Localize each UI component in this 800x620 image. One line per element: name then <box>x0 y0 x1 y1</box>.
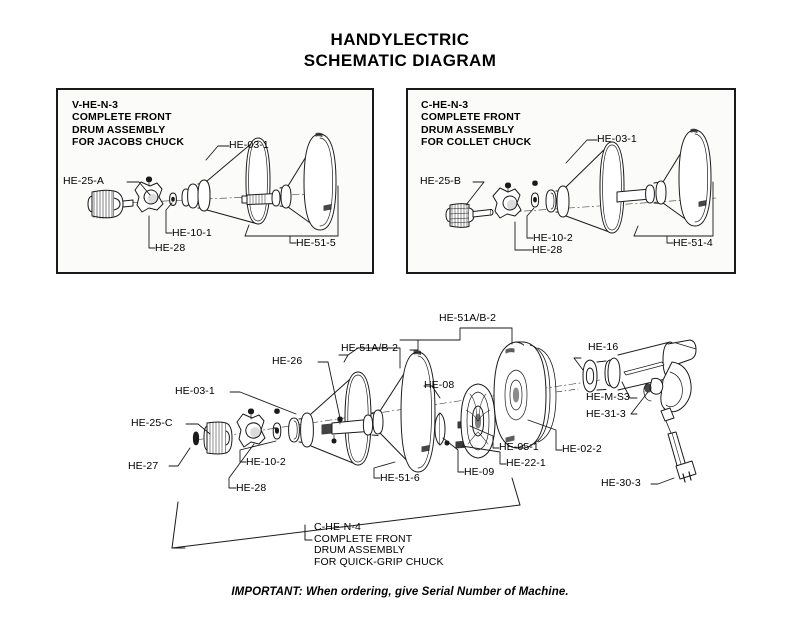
part-he-27 <box>193 432 198 445</box>
part-he-16 <box>583 360 606 392</box>
callout-he-51-4: HE-51-4 <box>673 237 713 249</box>
callout-he-02-2: HE-02-2 <box>562 443 602 455</box>
callout-he-51-5: HE-51-5 <box>296 237 336 249</box>
callout-he-10-2-panel-right: HE-10-2 <box>533 232 573 244</box>
callout-he-27: HE-27 <box>128 460 159 472</box>
part-he-22-1 <box>456 441 468 448</box>
part-he-30-3 <box>668 432 696 482</box>
callout-he-16: HE-16 <box>588 341 619 353</box>
callout-he-25-a: HE-25-A <box>63 175 104 187</box>
important-note: IMPORTANT: When ordering, give Serial Nu… <box>231 586 569 598</box>
part-he-05-1 <box>461 384 495 458</box>
part-he-25-c <box>204 422 232 454</box>
callout-he-51-6: HE-51-6 <box>380 472 420 484</box>
callout-he-28-main: HE-28 <box>236 482 267 494</box>
callout-he-51a-b-2-top: HE-51A/B-2 <box>439 312 497 324</box>
callout-he-31-3: HE-31-3 <box>586 408 626 420</box>
callout-he-30-3: HE-30-3 <box>601 477 641 489</box>
part-he-08 <box>458 421 470 428</box>
callout-he-05-1: HE-05-1 <box>499 441 539 453</box>
callout-he-03-1-panel-right: HE-03-1 <box>597 133 637 145</box>
callout-he-25-c: HE-25-C <box>131 417 173 429</box>
c-he-n-4-text: C-HE-N-4 COMPLETE FRONT DRUM ASSEMBLY FO… <box>314 521 444 568</box>
callout-he-03-1-panel-left: HE-03-1 <box>229 139 269 151</box>
part-he-10-2-main <box>273 409 281 439</box>
callout-he-26: HE-26 <box>272 355 303 367</box>
callout-he-22-1: HE-22-1 <box>506 457 546 469</box>
page-title-line-2: SCHEMATIC DIAGRAM <box>303 51 497 70</box>
callout-he-08: HE-08 <box>424 379 455 391</box>
part-he-09 <box>435 413 449 445</box>
callout-he-28-panel-right: HE-28 <box>532 244 563 256</box>
callout-he-51a-b-2-left: HE-51A/B-2 <box>341 342 399 354</box>
callout-he-10-2-main: HE-10-2 <box>246 456 286 468</box>
callout-he-09: HE-09 <box>464 466 495 478</box>
callout-c-he-n-4: C-HE-N-4 COMPLETE FRONT DRUM ASSEMBLY FO… <box>314 521 444 568</box>
page-title-line-1: HANDYLECTRIC <box>330 30 470 49</box>
callout-he-m-s3: HE-M-S3 <box>586 391 630 403</box>
part-he-51-6 <box>373 351 435 472</box>
callout-he-10-1: HE-10-1 <box>172 227 212 239</box>
panel-v-he-n-3-heading: V-HE-N-3 COMPLETE FRONT DRUM ASSEMBLY FO… <box>72 99 185 149</box>
part-he-31-3 <box>645 384 651 392</box>
part-he-28-main <box>237 409 265 447</box>
callout-he-25-b: HE-25-B <box>420 175 461 187</box>
part-he-02-2 <box>494 342 556 448</box>
callout-he-03-1-main: HE-03-1 <box>175 385 215 397</box>
part-he-26 <box>322 412 378 443</box>
callout-he-28-panel-left: HE-28 <box>155 242 186 254</box>
part-he-03-1-main <box>289 372 371 465</box>
panel-c-he-n-3-heading: C-HE-N-3 COMPLETE FRONT DRUM ASSEMBLY FO… <box>421 99 532 149</box>
